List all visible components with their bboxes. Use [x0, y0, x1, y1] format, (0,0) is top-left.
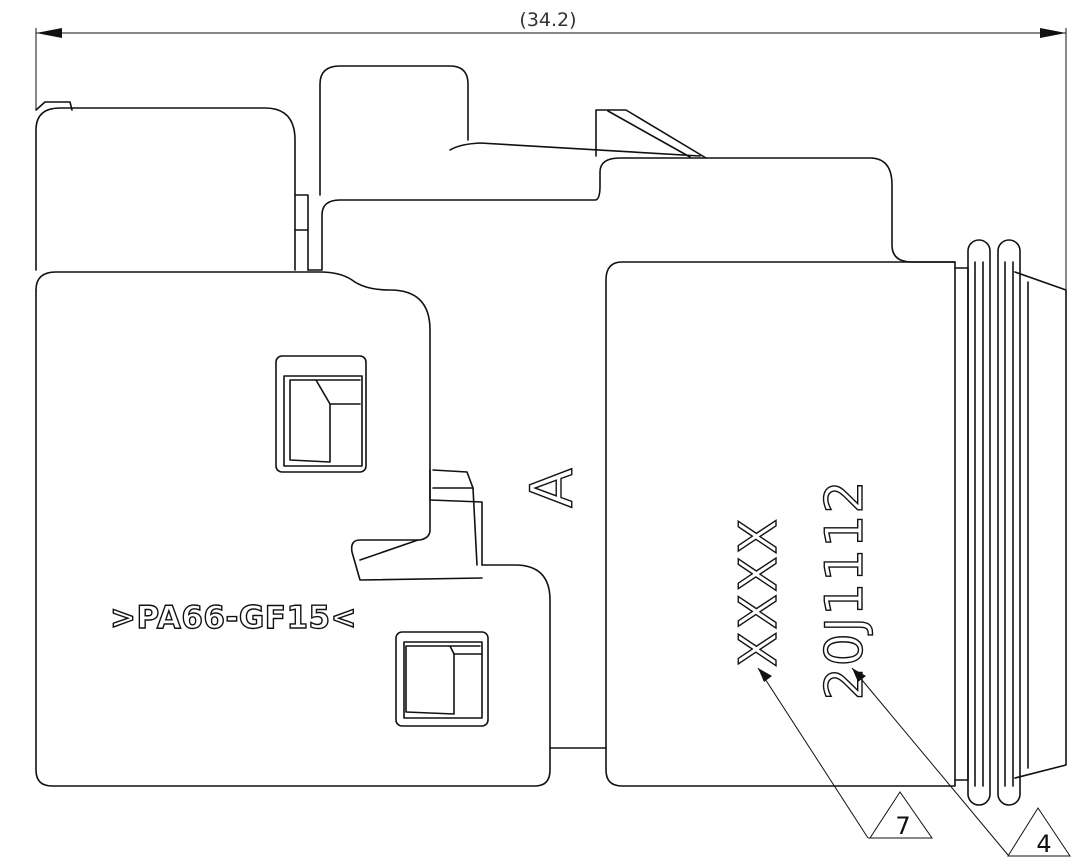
leader-4 [851, 667, 1009, 856]
overall-dimension: (34.2) [35, 9, 1067, 290]
lock-lever [319, 65, 707, 196]
material-marking: >PA66-GF15< [110, 600, 357, 636]
balloon-4: 4 [1007, 807, 1071, 858]
latch-window-lower [395, 631, 489, 727]
date-code-marking: 20J1112 [815, 480, 875, 701]
part-code-marking: XXXX [729, 517, 789, 668]
latch-window-upper [275, 355, 367, 473]
view-letter: A [518, 468, 586, 508]
seal-ribs [967, 239, 1021, 806]
overall-dimension-label: (34.2) [519, 9, 576, 31]
balloon-7-number: 7 [895, 812, 910, 840]
top-latch [35, 101, 956, 271]
left-body [35, 271, 607, 787]
balloon-7: 7 [869, 791, 933, 840]
balloon-4-number: 4 [1036, 830, 1051, 858]
